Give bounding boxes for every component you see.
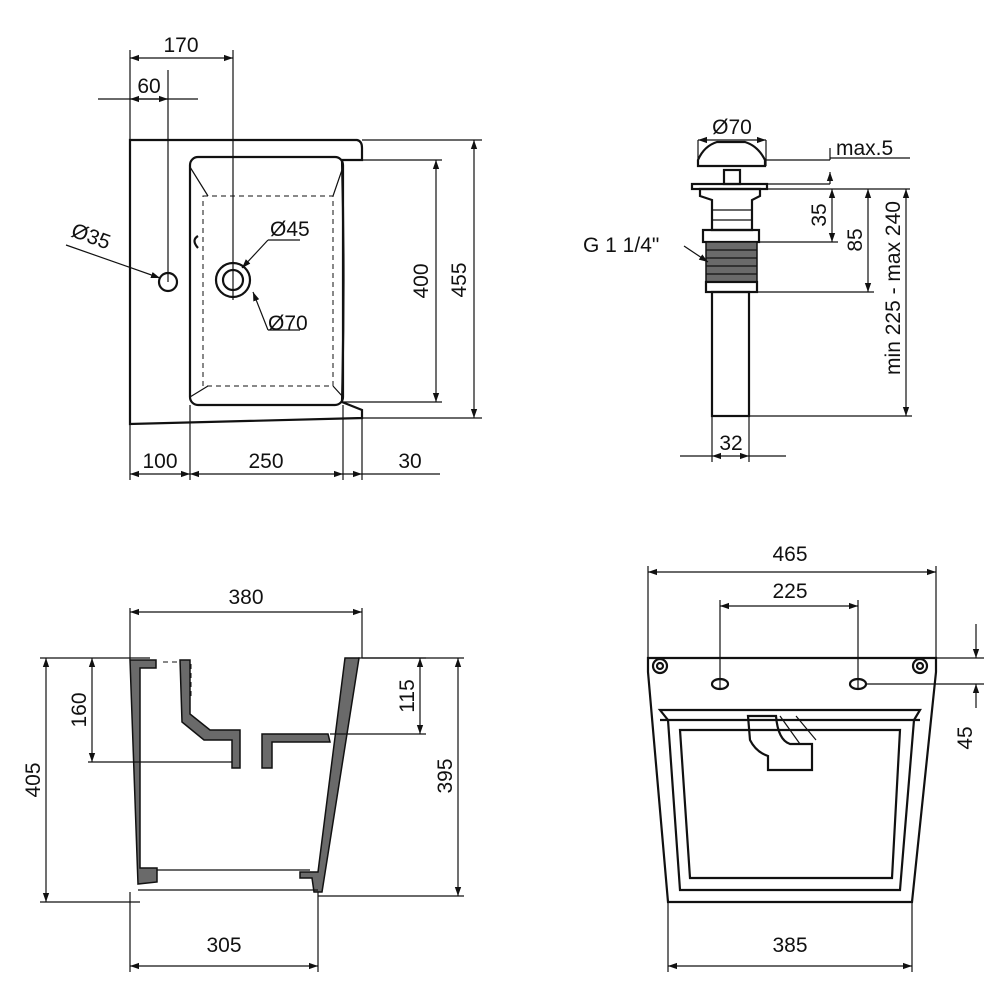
side-dim-380: 380 [228, 586, 263, 609]
dim-60: 60 [137, 75, 160, 98]
front-view: 465 225 45 385 [646, 543, 984, 972]
top-view-dimensions: 170 60 455 400 100 250 3 [65, 34, 482, 480]
front-dim-465: 465 [772, 543, 807, 566]
dim-dia45: Ø45 [270, 218, 310, 241]
front-dim-45: 45 [954, 726, 977, 749]
dim-30: 30 [398, 450, 421, 473]
drain-thread-label: G 1 1/4" [583, 234, 659, 257]
drain-outline [690, 140, 769, 418]
front-dim-385: 385 [772, 934, 807, 957]
dim-250: 250 [248, 450, 283, 473]
top-view: 170 60 455 400 100 250 3 [65, 34, 482, 480]
front-outline [646, 656, 938, 904]
front-dimensions: 465 225 45 385 [647, 543, 984, 972]
drain-dim-85: 85 [844, 228, 867, 251]
dim-400: 400 [410, 263, 433, 298]
dim-100: 100 [142, 450, 177, 473]
front-dim-225: 225 [772, 580, 807, 603]
dim-dia70: Ø70 [268, 312, 308, 335]
drain-dimensions: Ø70 max.5 35 85 min 225 - max 240 G 1 [583, 116, 912, 462]
drain-dim-max5: max.5 [836, 137, 893, 160]
side-outline [129, 657, 360, 893]
drain-view: Ø70 max.5 35 85 min 225 - max 240 G 1 [583, 116, 912, 462]
side-dim-115: 115 [396, 679, 419, 712]
side-dim-405: 405 [22, 762, 45, 797]
side-dimensions: 380 405 160 115 395 305 [22, 586, 464, 972]
top-view-outline [128, 50, 364, 426]
side-dim-305: 305 [206, 934, 241, 957]
drain-dim-range: min 225 - max 240 [882, 201, 905, 375]
drain-dim-dia70: Ø70 [712, 116, 752, 139]
dim-170: 170 [163, 34, 198, 57]
dim-dia35: Ø35 [68, 219, 113, 254]
drain-dim-35: 35 [808, 203, 831, 226]
side-dim-160: 160 [68, 692, 91, 727]
dim-455: 455 [448, 262, 471, 297]
drain-dim-32: 32 [719, 432, 742, 455]
side-view: 380 405 160 115 395 305 [22, 586, 464, 972]
side-dim-395: 395 [434, 758, 457, 793]
